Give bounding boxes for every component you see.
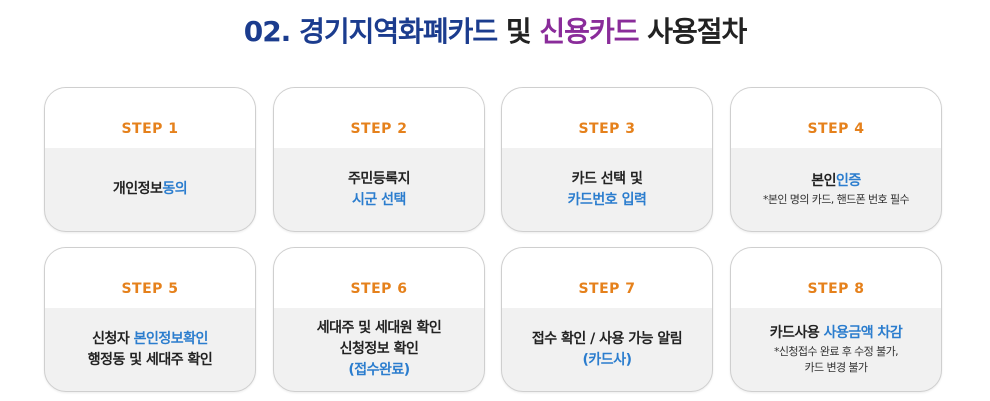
step-line: 카드사용 사용금액 차감 xyxy=(769,325,903,341)
title-part-3: 신용카드 xyxy=(539,15,639,48)
step-label: STEP 6 xyxy=(350,281,408,297)
step-label: STEP 5 xyxy=(121,281,179,297)
step-line: 시군 선택 xyxy=(352,191,406,208)
step-card-2: STEP 2 주민등록지 시군 선택 xyxy=(273,87,485,232)
step-card-3: STEP 3 카드 선택 및 카드번호 입력 xyxy=(501,87,713,232)
page-title: 02. 경기지역화폐카드 및 신용카드 사용절차 xyxy=(0,14,990,50)
step-note: *신청접수 완료 후 수정 불가, xyxy=(773,345,899,358)
step-label: STEP 4 xyxy=(807,121,865,137)
title-part-4: 사용절차 xyxy=(638,15,747,48)
step-line: 개인정보동의 xyxy=(112,181,188,197)
step-line: 신청자 본인정보확인 xyxy=(92,330,208,347)
step-card-4: STEP 4 본인인증 *본인 명의 카드, 핸드폰 번호 필수 xyxy=(730,87,942,232)
step-card-1: STEP 1 개인정보동의 xyxy=(44,87,256,232)
step-label: STEP 8 xyxy=(807,281,865,297)
step-line: 카드번호 입력 xyxy=(567,191,647,208)
step-note: 카드 변경 불가 xyxy=(804,361,869,374)
step-label: STEP 3 xyxy=(578,121,636,137)
step-label: STEP 1 xyxy=(121,121,179,137)
step-line: 접수 확인 / 사용 가능 알림 xyxy=(531,330,683,347)
step-card-5: STEP 5 신청자 본인정보확인 행정동 및 세대주 확인 xyxy=(44,247,256,392)
step-note: *본인 명의 카드, 핸드폰 번호 필수 xyxy=(762,193,910,206)
step-line: 행정동 및 세대주 확인 xyxy=(87,351,213,368)
step-line: 카드 선택 및 xyxy=(571,170,643,187)
step-label: STEP 7 xyxy=(578,281,636,297)
step-line: (카드사) xyxy=(582,351,632,368)
step-card-7: STEP 7 접수 확인 / 사용 가능 알림 (카드사) xyxy=(501,247,713,392)
step-line: 세대주 및 세대원 확인 xyxy=(316,320,442,336)
step-label: STEP 2 xyxy=(350,121,408,137)
step-line: 주민등록지 xyxy=(348,170,410,187)
step-card-8: STEP 8 카드사용 사용금액 차감 *신청접수 완료 후 수정 불가, 카드… xyxy=(730,247,942,392)
step-card-6: STEP 6 세대주 및 세대원 확인 신청정보 확인 (접수완료) xyxy=(273,247,485,392)
step-line: 신청정보 확인 xyxy=(339,341,419,357)
title-part-2: 및 xyxy=(497,15,540,48)
step-line: (접수완료) xyxy=(348,362,410,378)
step-line: 본인인증 xyxy=(811,173,861,189)
title-part-1: 02. 경기지역화폐카드 xyxy=(243,15,498,48)
